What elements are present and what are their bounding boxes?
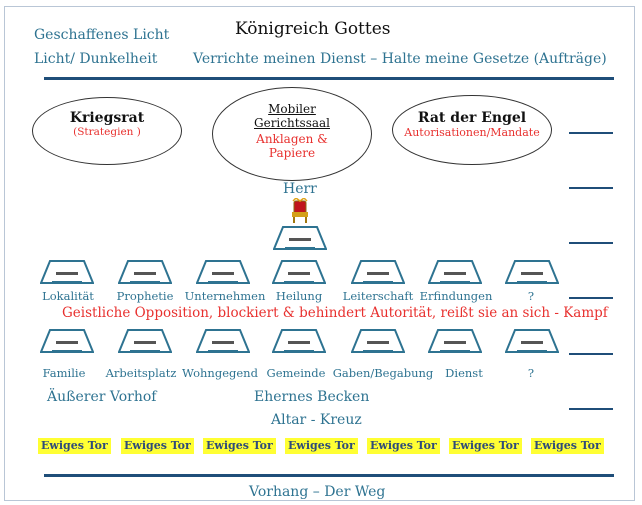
gate-6: Ewiges Tor [531,438,604,454]
row1-label-1: Prophetie [116,289,174,303]
council-angels-title: Rat der Engel [417,110,527,126]
domain-altar-icon-row1-0 [40,260,94,284]
council-angels: Rat der Engel Autorisationen/Mandate [392,95,552,165]
gate-2: Ewiges Tor [203,438,276,454]
header-left-line2: Licht/ Dunkelheit [34,51,158,67]
footer-divider [44,474,614,477]
council-war-detail: (Strategien ) [73,126,141,138]
domain-altar-icon-row1-4 [351,260,405,284]
domain-altar-icon-row1-6 [505,260,559,284]
council-court: Mobiler Gerichtssaal Anklagen & Papiere [212,87,372,181]
row2-label-4: Gaben/Begabung [332,366,434,380]
domain-altar-icon-row1-2 [196,260,250,284]
side-dash [569,132,613,134]
header-subtitle: Verrichte meinen Dienst – Halte meine Ge… [193,51,607,67]
council-court-title: Mobiler Gerichtssaal [254,102,330,130]
row1-label-0: Lokalität [42,289,94,303]
gate-3: Ewiges Tor [285,438,358,454]
row1-label-5: Erfindungen [419,289,493,303]
row2-label-5: Dienst [445,366,483,380]
domain-altar-icon-row2-3 [272,329,326,353]
side-dash [569,408,613,410]
council-angels-detail: Autorisationen/Mandate [404,126,540,139]
lord-label: Herr [283,181,317,197]
domain-altar-icon-row2-5 [428,329,482,353]
row1-label-4: Leiterschaft [342,289,414,303]
opposition-text: Geistliche Opposition, blockiert & behin… [62,305,608,321]
gate-4: Ewiges Tor [367,438,440,454]
side-dash [569,353,613,355]
diagram-frame [4,6,635,501]
footer-label: Vorhang – Der Weg [249,484,386,500]
row1-label-6: ? [527,289,535,303]
row2-label-2: Wohngegend [182,366,258,380]
center-altar-icon [273,226,327,250]
gate-1: Ewiges Tor [121,438,194,454]
domain-altar-icon-row2-1 [118,329,172,353]
basin-label: Ehernes Becken [254,389,370,405]
header-left-line1: Geschaffenes Licht [34,27,170,43]
gate-0: Ewiges Tor [38,438,111,454]
row1-label-3: Heilung [275,289,323,303]
side-dash [569,297,613,299]
domain-altar-icon-row2-6 [505,329,559,353]
row1-label-2: Unternehmen [184,289,266,303]
row2-label-6: ? [527,366,535,380]
row2-label-0: Familie [42,366,86,380]
domain-altar-icon-row1-5 [428,260,482,284]
side-dash [569,187,613,189]
side-dash [569,242,613,244]
altar-label: Altar - Kreuz [271,412,362,428]
domain-altar-icon-row2-0 [40,329,94,353]
domain-altar-icon-row2-2 [196,329,250,353]
domain-altar-icon-row1-3 [272,260,326,284]
header-divider [44,77,614,80]
throne-icon [292,198,308,223]
page-title: Königreich Gottes [235,19,391,39]
council-war-title: Kriegsrat [69,110,145,126]
council-war: Kriegsrat (Strategien ) [32,97,182,165]
gate-5: Ewiges Tor [449,438,522,454]
row2-label-1: Arbeitsplatz [105,366,177,380]
row2-label-3: Gemeinde [266,366,326,380]
domain-altar-icon-row1-1 [118,260,172,284]
outer-court-label: Äußerer Vorhof [47,389,157,405]
council-court-detail: Anklagen & Papiere [256,132,328,160]
domain-altar-icon-row2-4 [351,329,405,353]
